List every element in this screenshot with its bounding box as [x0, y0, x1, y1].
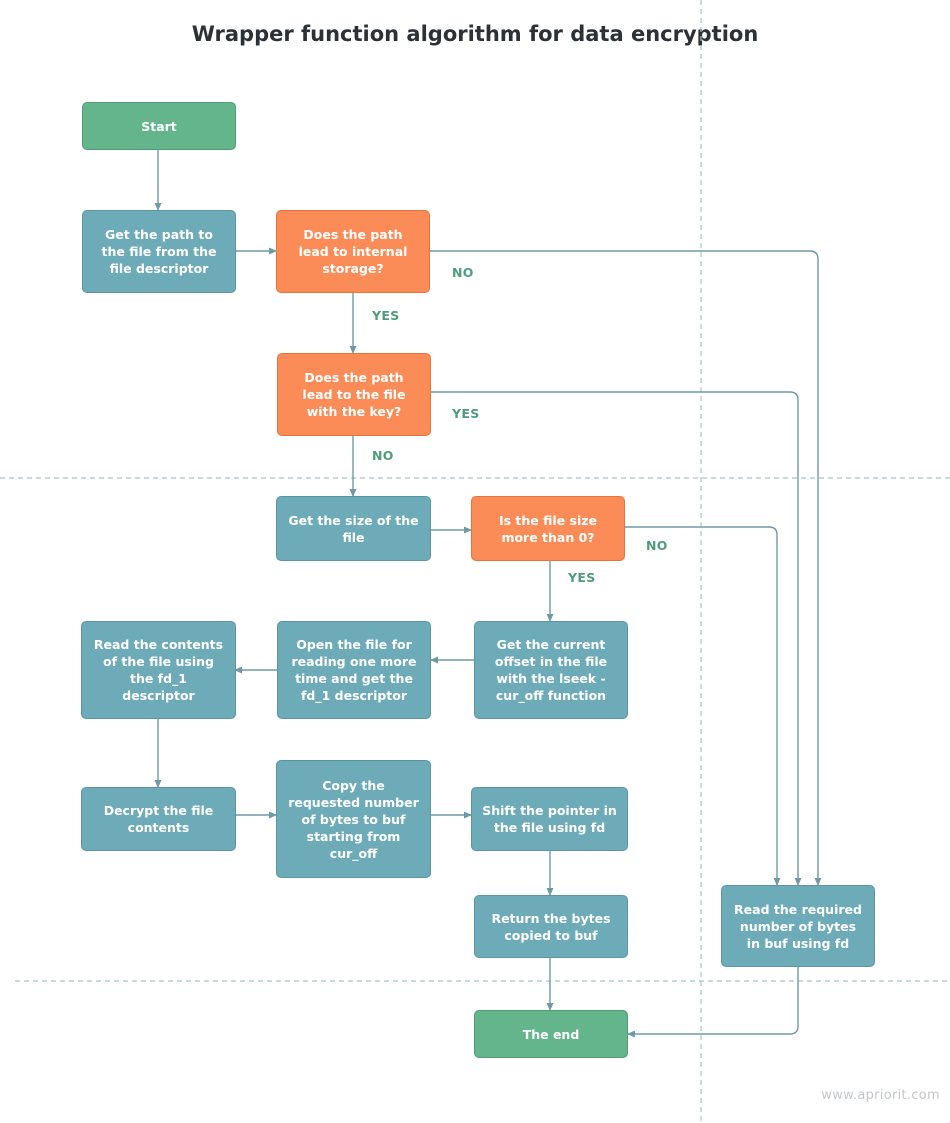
read-contents-step: Read the contents of the file using the … — [81, 621, 236, 719]
return-bytes-step: Return the bytes copied to buf — [474, 895, 628, 958]
edge-internal-no-to-read-required — [429, 250, 822, 886]
edge-size-no-to-read-required — [624, 526, 781, 886]
edge-key-yes-to-read-required — [429, 391, 802, 886]
label-internal-yes: YES — [372, 308, 400, 323]
read-required-step: Read the required number of bytes in buf… — [721, 885, 875, 967]
internal-storage-decision: Does the path lead to internal storage? — [276, 210, 430, 293]
lseek-function-name: lseek - cur_off — [495, 671, 606, 703]
get-size-step: Get the size of the file — [276, 496, 431, 561]
label-size-yes: YES — [568, 570, 596, 585]
start-node: Start — [82, 102, 236, 150]
get-offset-step: Get the current offset in the file with … — [474, 621, 628, 719]
get-path-step: Get the path to the file from the file d… — [82, 210, 236, 293]
file-with-key-decision: Does the path lead to the file with the … — [277, 353, 431, 436]
copy-bytes-step: Copy the requested number of bytes to bu… — [276, 760, 431, 878]
decrypt-step: Decrypt the file contents — [81, 787, 236, 851]
label-internal-no: NO — [452, 265, 474, 280]
end-node: The end — [474, 1010, 628, 1058]
open-again-step: Open the file for reading one more time … — [277, 621, 431, 719]
size-more-than-zero-decision: Is the file size more than 0? — [471, 496, 625, 561]
label-key-no: NO — [372, 448, 394, 463]
edge-read-required-to-end — [627, 966, 799, 1038]
shift-pointer-step: Shift the pointer in the file using fd — [471, 787, 628, 851]
diagram-title: Wrapper function algorithm for data encr… — [191, 22, 759, 46]
watermark-text: www.apriorit.com — [821, 1088, 940, 1103]
label-size-no: NO — [646, 538, 668, 553]
label-key-yes: YES — [452, 406, 480, 421]
